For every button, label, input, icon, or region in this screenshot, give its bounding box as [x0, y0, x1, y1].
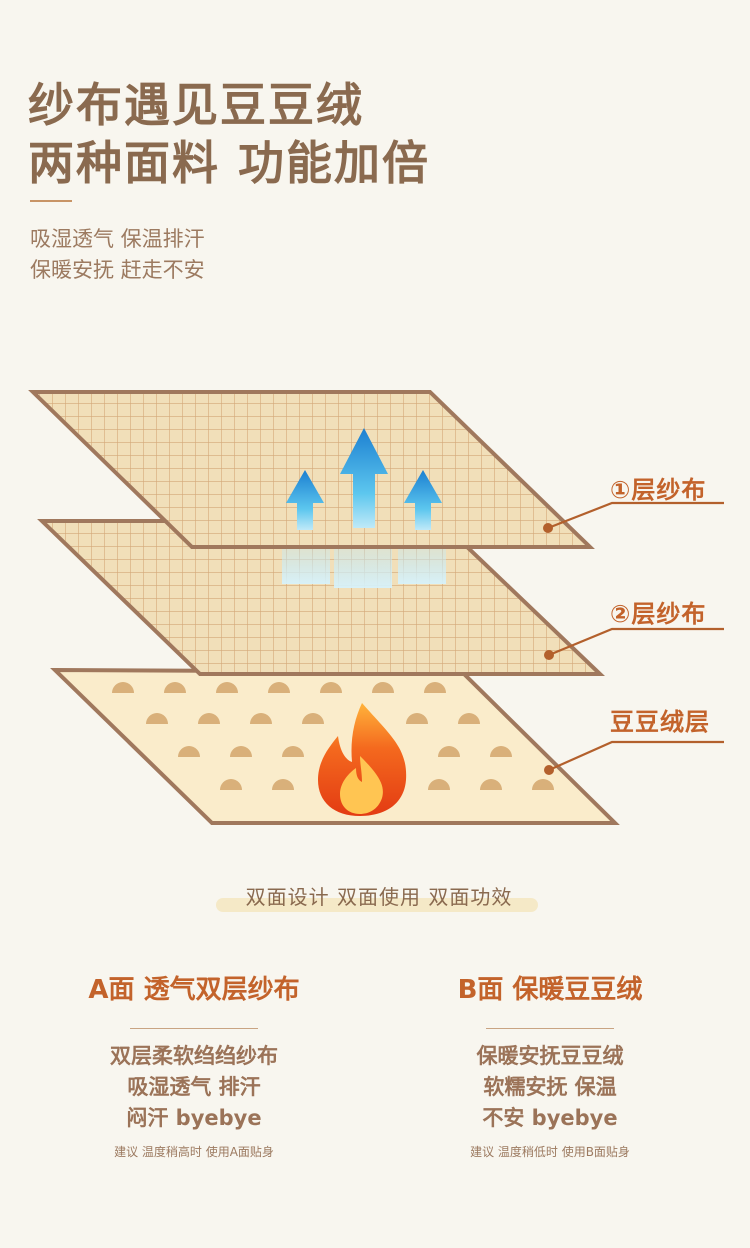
side-b-line-3: 不安 byebye: [482, 1106, 618, 1130]
side-a-section: A面 透气双层纱布 双层柔软绉绉纱布 吸湿透气 排汗 闷汗 byebye 建议 …: [44, 970, 344, 1162]
side-a-line-3: 闷汗 byebye: [126, 1106, 262, 1130]
label-gauze-layer-2: ②层纱布: [610, 600, 707, 628]
side-b-note: 建议 温度稍低时 使用B面贴身: [470, 1145, 630, 1159]
label-leaders: [547, 501, 724, 772]
title-line-2: 两种面料 功能加倍: [28, 136, 431, 190]
side-a-divider: [130, 1028, 258, 1029]
side-a-line-1: 双层柔软绉绉纱布: [110, 1044, 278, 1068]
side-b-line-1: 保暖安抚豆豆绒: [476, 1044, 624, 1068]
side-a-line-2: 吸湿透气 排汗: [127, 1075, 261, 1099]
title-line-1: 纱布遇见豆豆绒: [28, 78, 364, 132]
side-a-note: 建议 温度稍高时 使用A面贴身: [114, 1145, 274, 1159]
title-divider: [30, 200, 72, 202]
subtitle: 吸湿透气 保温排汗 保暖安抚 赶走不安: [30, 224, 205, 286]
label-gauze-layer-1: ①层纱布: [610, 476, 707, 504]
page-title: 纱布遇见豆豆绒 两种面料 功能加倍: [28, 76, 430, 192]
fabric-layers-diagram: [28, 390, 724, 825]
airflow-trail: [282, 548, 446, 588]
flame-icon: [318, 703, 407, 816]
gauze-layer-1: [28, 390, 595, 549]
subtitle-line-1: 吸湿透气 保温排汗: [30, 227, 205, 251]
bean-dots-pattern: [112, 682, 554, 790]
side-b-title: B面 保暖豆豆绒: [457, 975, 643, 1005]
label-velvet-layer: 豆豆绒层: [610, 708, 710, 736]
side-b-section: B面 保暖豆豆绒 保暖安抚豆豆绒 软糯安抚 保温 不安 byebye 建议 温度…: [400, 970, 700, 1162]
side-b-divider: [486, 1028, 614, 1029]
side-b-line-2: 软糯安抚 保温: [483, 1075, 617, 1099]
subtitle-line-2: 保暖安抚 赶走不安: [30, 258, 205, 282]
velvet-layer: [50, 667, 620, 825]
upward-airflow-arrows-icon: [286, 428, 442, 530]
tagline: 双面设计 双面使用 双面功效: [245, 885, 513, 909]
tagline-highlight: [216, 898, 538, 912]
side-a-title: A面 透气双层纱布: [88, 975, 300, 1005]
